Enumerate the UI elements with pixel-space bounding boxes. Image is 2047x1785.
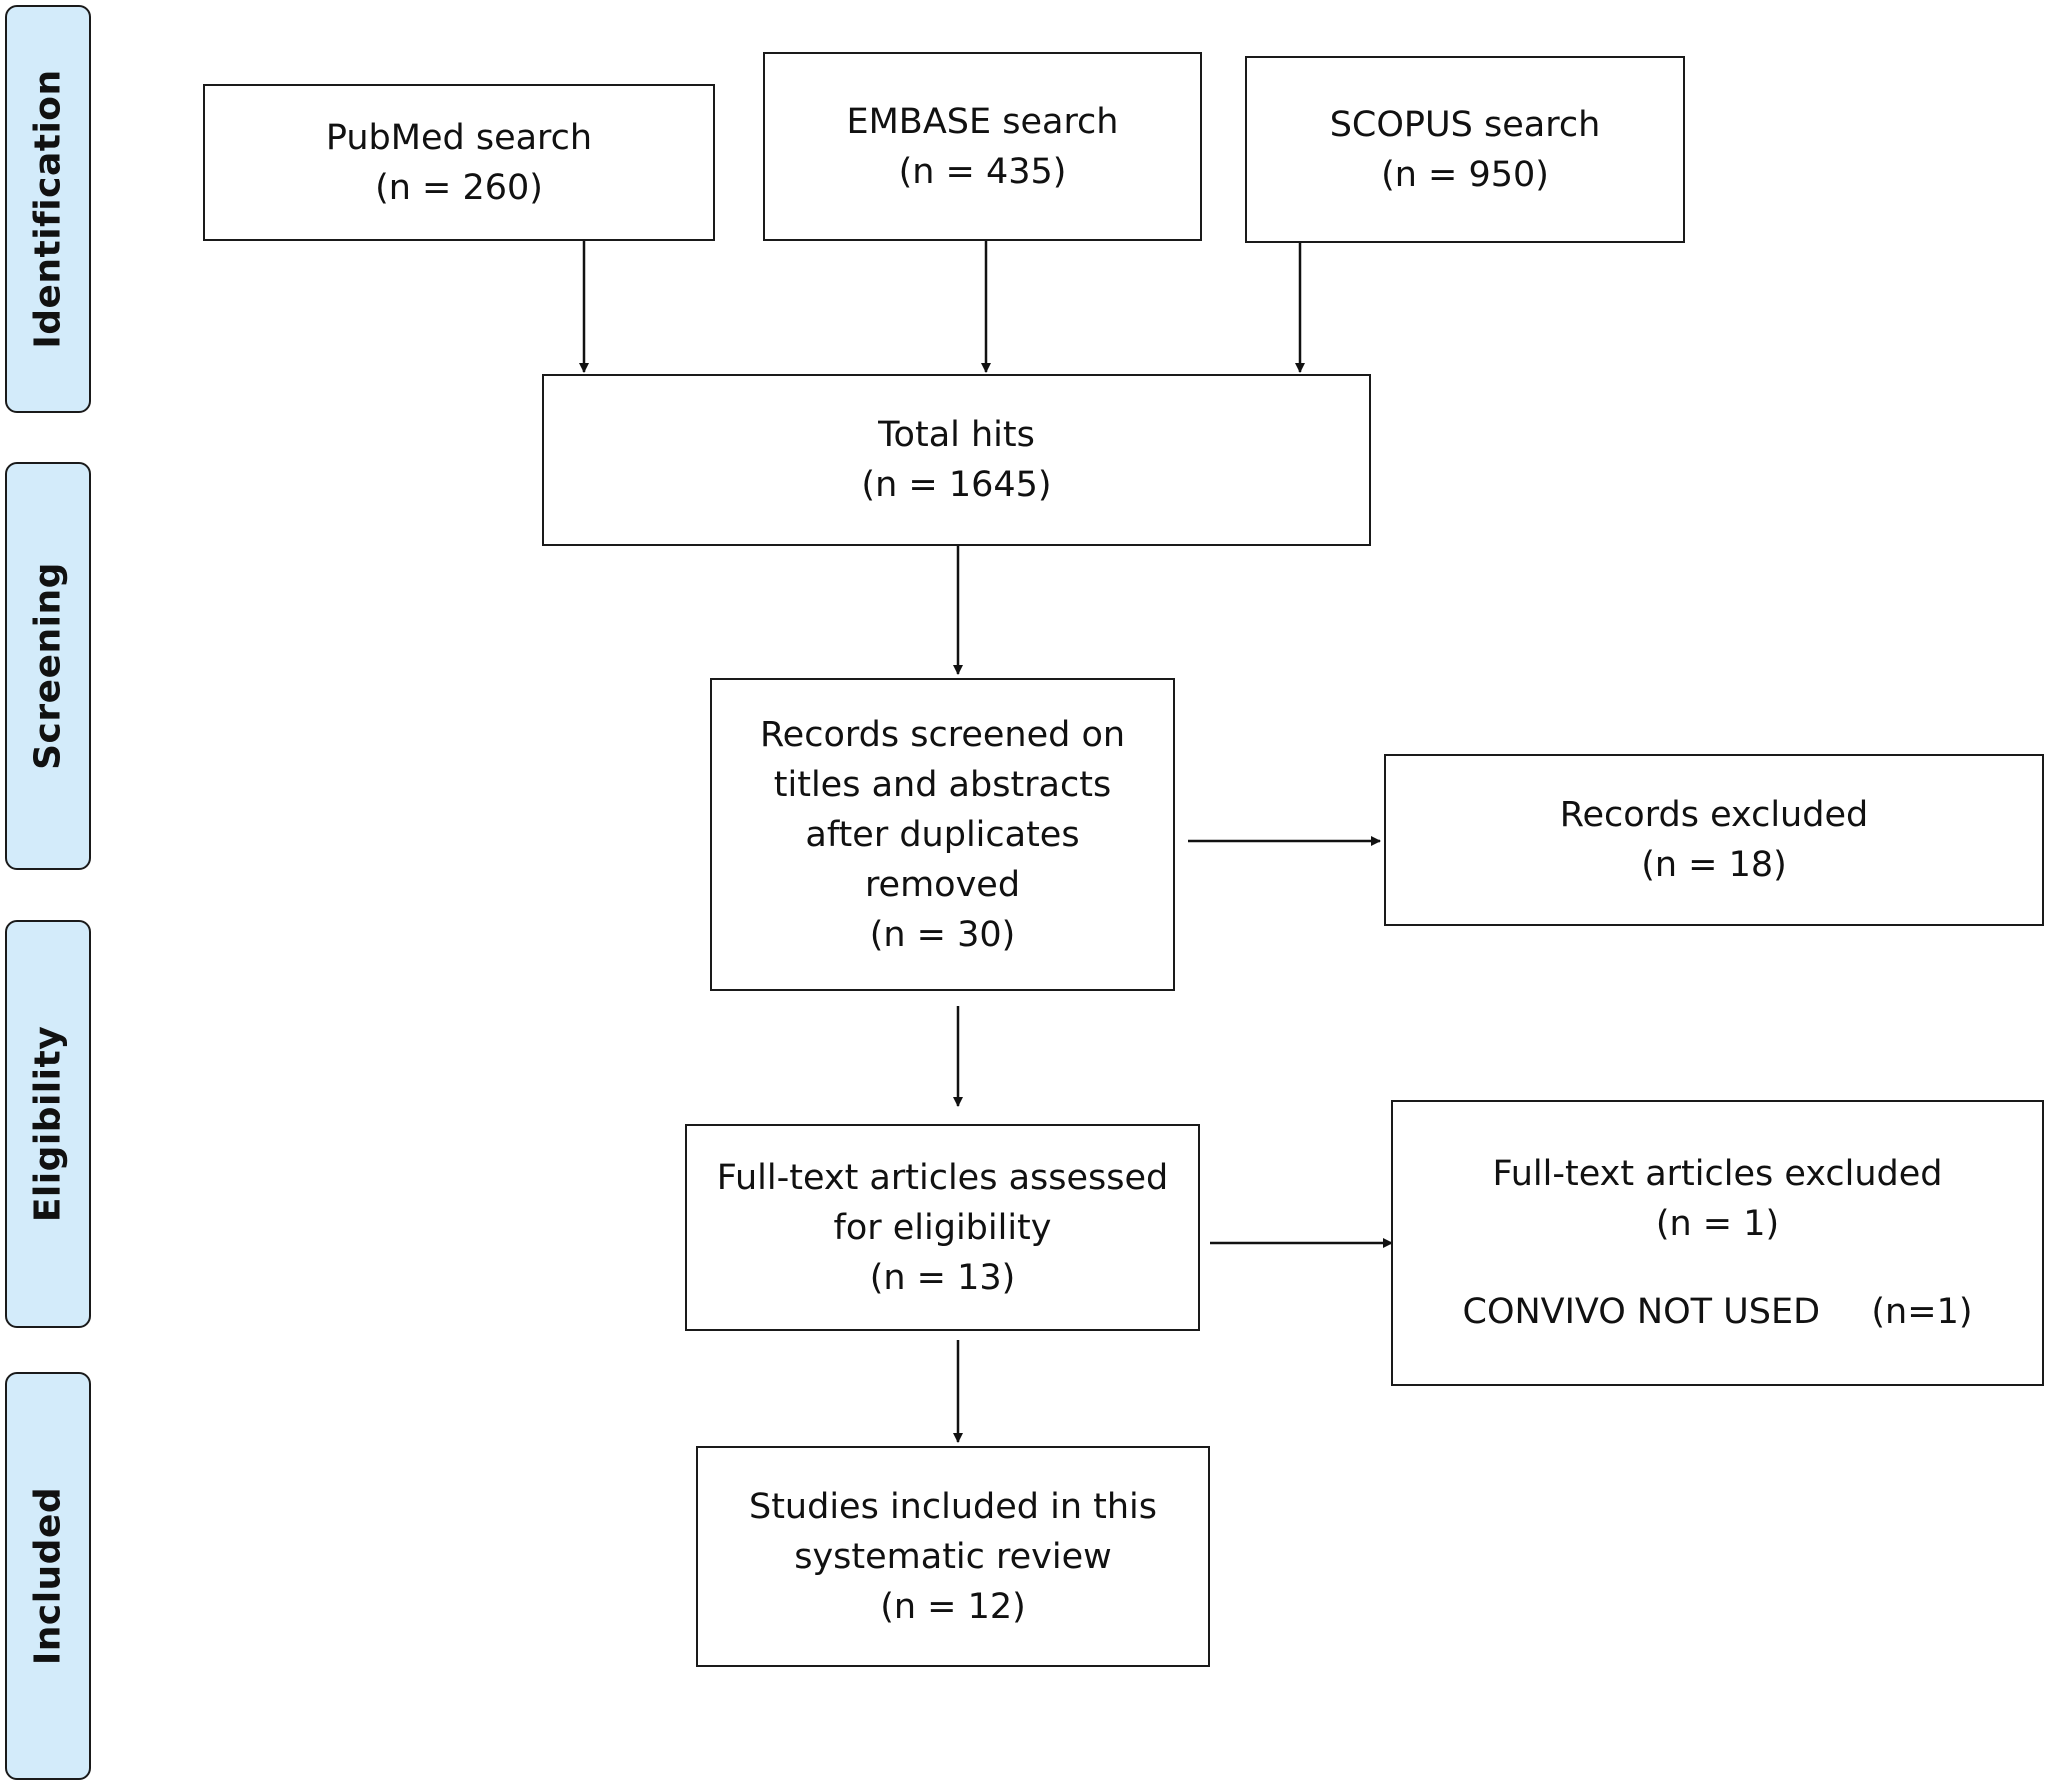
embase-search-label: EMBASE search <box>846 101 1119 142</box>
studies-included-line: systematic review <box>794 1536 1112 1577</box>
fulltext-excluded-label: Full-text articles excluded <box>1492 1154 1943 1194</box>
phase-included: Included <box>5 1372 91 1780</box>
fulltext-assessed-line: Full-text articles assessed <box>716 1157 1169 1198</box>
records-excluded-box: Records excluded (n = 18) <box>1384 754 2044 926</box>
phase-identification: Identification <box>5 5 91 413</box>
records-screened-count: (n = 30) <box>869 914 1016 955</box>
exclusion-reason-row: CONVIVO NOT USED (n=1) <box>1463 1287 1973 1337</box>
records-screened-line: removed <box>864 864 1021 905</box>
phase-screening: Screening <box>5 462 91 870</box>
embase-search-count: (n = 435) <box>898 151 1067 192</box>
total-hits-count: (n = 1645) <box>861 465 1052 505</box>
pubmed-search-count: (n = 260) <box>375 167 543 208</box>
exclusion-reason-count: (n=1) <box>1871 1292 1973 1332</box>
studies-included-line: Studies included in this <box>748 1486 1157 1527</box>
scopus-search-count: (n = 950) <box>1381 154 1549 195</box>
records-screened-line: after duplicates <box>805 814 1080 855</box>
fulltext-assessed-box: Full-text articles assessed for eligibil… <box>685 1124 1200 1331</box>
pubmed-search-label: PubMed search <box>325 117 593 158</box>
scopus-search-label: SCOPUS search <box>1329 104 1601 145</box>
phase-eligibility: Eligibility <box>5 920 91 1328</box>
fulltext-assessed-count: (n = 13) <box>869 1257 1016 1298</box>
total-hits-label: Total hits <box>878 415 1035 455</box>
studies-included-count: (n = 12) <box>880 1586 1026 1627</box>
scopus-search-box: SCOPUS search (n = 950) <box>1245 56 1685 243</box>
fulltext-excluded-count: (n = 1) <box>1655 1204 1780 1244</box>
fulltext-excluded-box: Full-text articles excluded (n = 1) CONV… <box>1391 1100 2044 1386</box>
studies-included-box: Studies included in this systematic revi… <box>696 1446 1210 1667</box>
records-screened-line: titles and abstracts <box>773 764 1112 805</box>
records-screened-line: Records screened on <box>759 714 1126 755</box>
exclusion-reason: CONVIVO NOT USED <box>1462 1292 1821 1332</box>
records-screened-box: Records screened on titles and abstracts… <box>710 678 1175 991</box>
pubmed-search-box: PubMed search (n = 260) <box>203 84 715 241</box>
records-excluded-label: Records excluded <box>1559 795 1869 835</box>
total-hits-box: Total hits (n = 1645) <box>542 374 1371 546</box>
fulltext-assessed-line: for eligibility <box>833 1207 1052 1248</box>
embase-search-box: EMBASE search (n = 435) <box>763 52 1202 241</box>
records-excluded-count: (n = 18) <box>1641 845 1787 885</box>
